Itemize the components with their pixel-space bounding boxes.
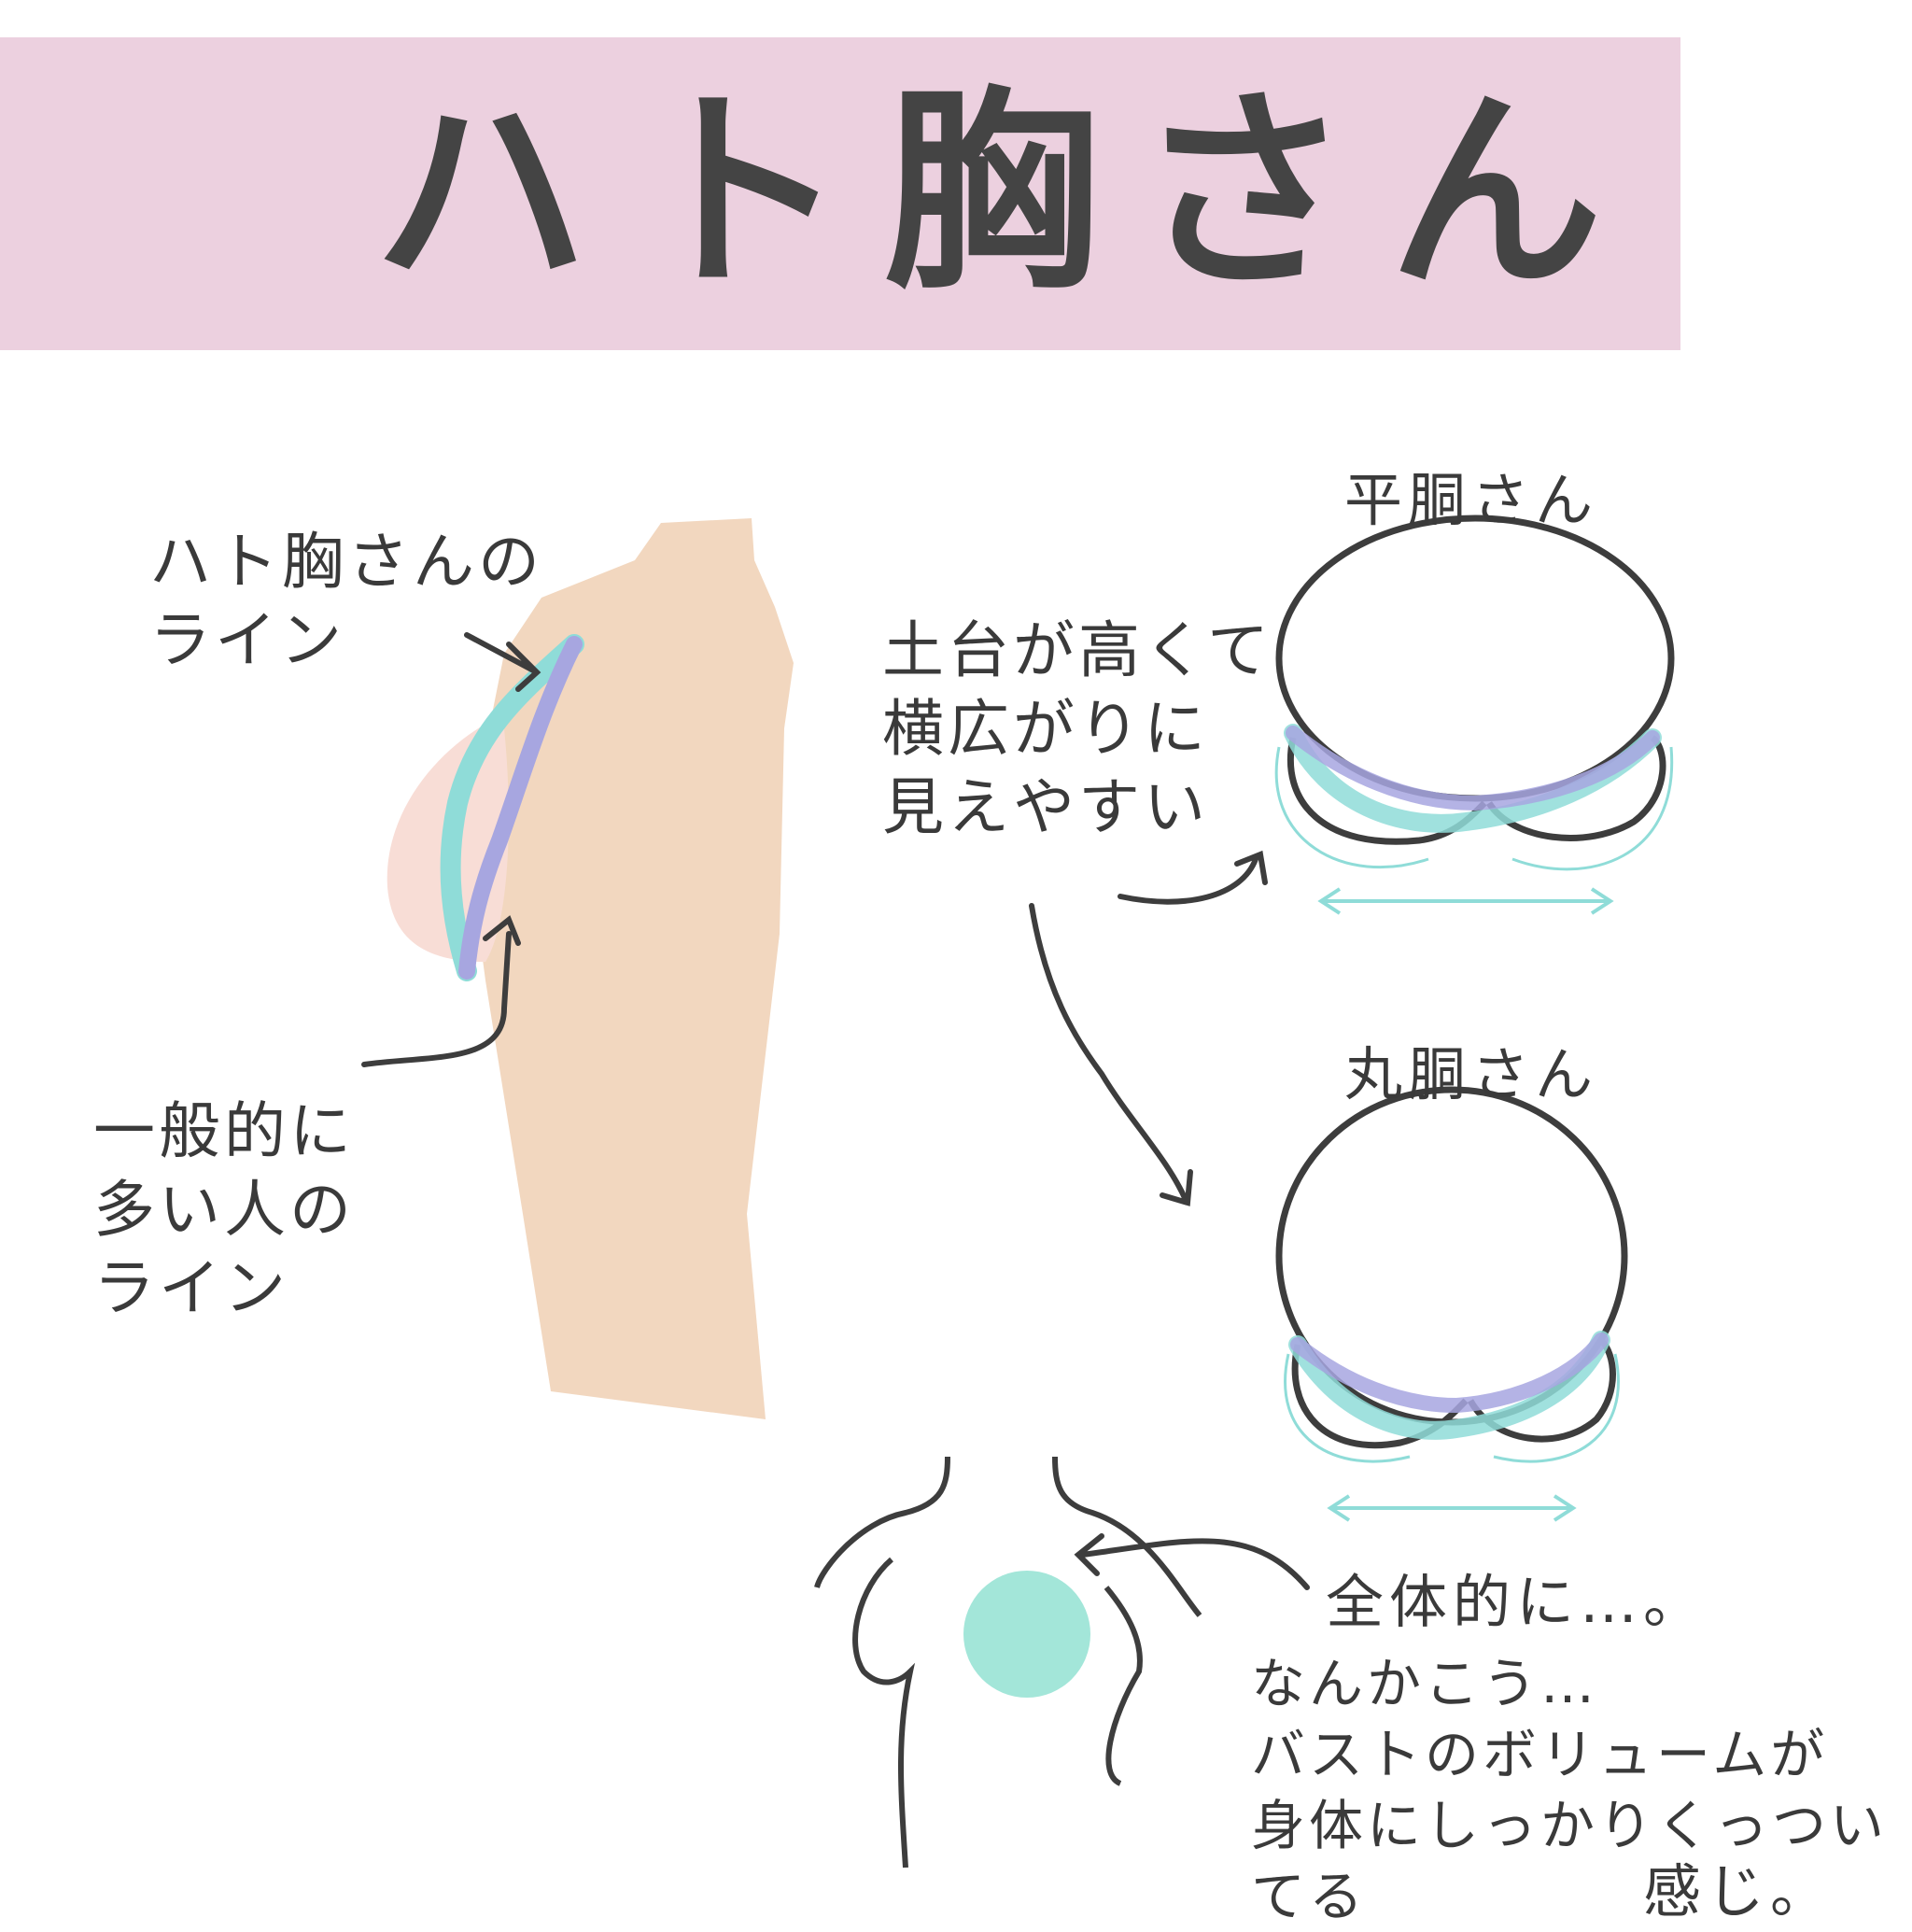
label-hato-line: ハト胸さんの ライン	[149, 526, 543, 676]
round-width-arrow	[1327, 1494, 1577, 1522]
flat-teal-outer	[1274, 746, 1674, 871]
bust-volume-blob	[963, 1571, 1090, 1698]
label-feeling-end: 感じ。	[1643, 1857, 1835, 1925]
body-right-side	[1104, 1586, 1143, 1786]
label-round-chest: 丸胴さん	[1344, 1040, 1599, 1108]
arrow-to-hato-line	[464, 632, 541, 692]
label-common-line: 一般的に 多い人の ライン	[93, 1095, 355, 1324]
body-right-neck	[1052, 1456, 1202, 1617]
round-bust-left	[1291, 1344, 1469, 1449]
label-base-note: 土台が高くて 横広がりに 見えやすい	[882, 614, 1273, 843]
arrow-to-flat	[1118, 850, 1268, 905]
page-title: ハト胸さん	[373, 69, 1640, 318]
round-teal-line	[1288, 1331, 1610, 1440]
flat-purple-line	[1286, 726, 1660, 811]
round-teal-outer	[1284, 1353, 1620, 1463]
label-feeling: なんかこう… バストのボリュームが 身体にしっかりくっついてる	[1251, 1652, 1889, 1928]
torso-silhouette	[467, 518, 794, 1419]
arrow-to-round	[1029, 903, 1193, 1206]
body-left-side	[852, 1557, 916, 1869]
common-chest-line	[458, 636, 583, 980]
title-banner	[0, 37, 1680, 350]
label-overall: 全体的に…。	[1326, 1568, 1708, 1636]
round-purple-line	[1290, 1333, 1609, 1414]
hato-chest-line	[440, 634, 584, 981]
arrow-to-common-line	[361, 915, 521, 1067]
flat-width-arrow	[1317, 887, 1614, 915]
label-flat-chest: 平胴さん	[1344, 466, 1599, 534]
arrow-to-bust	[1074, 1533, 1310, 1590]
body-left-neck	[814, 1456, 950, 1588]
flat-bust-right	[1486, 735, 1666, 841]
